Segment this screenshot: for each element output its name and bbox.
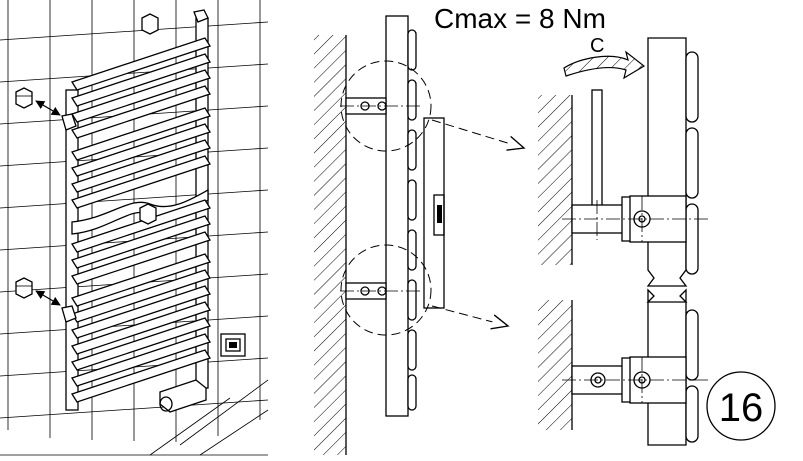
detail-callout-bottom: [340, 244, 432, 336]
radiator-panels-upper: [71, 37, 211, 209]
rotation-arrow: C: [563, 35, 646, 80]
wall-bracket-top-left: [15, 87, 77, 131]
bracket-detail-top: [562, 195, 710, 243]
bathroom-wall-scene: [0, 0, 269, 456]
radiator-fins: [407, 29, 417, 411]
radiator-side-profile: [385, 15, 409, 417]
wall-hatching: [314, 35, 346, 455]
bracket-bottom-section: [340, 282, 420, 300]
callout-arrow-bottom: [431, 305, 508, 326]
wall-bracket-middle: [139, 203, 157, 225]
detail-view-scene: Cmax = 8 Nm C: [434, 3, 776, 446]
wall-bracket-top-right: [141, 9, 209, 35]
towel-radiator: [65, 17, 211, 413]
wall-bracket-bottom-left: [15, 277, 77, 323]
rotation-label: C: [590, 35, 604, 57]
callout-arrow-top: [431, 119, 524, 148]
step-number-badge: 16: [706, 371, 776, 441]
wall-hatching-detail-bottom: [538, 300, 572, 430]
thermostat-control: [220, 333, 246, 357]
heating-element-box: [159, 379, 207, 413]
side-view-scene: [314, 15, 524, 455]
step-number: 16: [719, 386, 764, 430]
radiator-panels-lower: [71, 199, 211, 403]
detail-callout-top: [340, 60, 432, 152]
torque-label: Cmax = 8 Nm: [434, 3, 606, 34]
radiator-detail-top: [646, 37, 688, 287]
bracket-top-section: [340, 97, 420, 115]
wall-hatching-detail-top: [538, 95, 572, 265]
bracket-detail-bottom: [562, 356, 710, 404]
